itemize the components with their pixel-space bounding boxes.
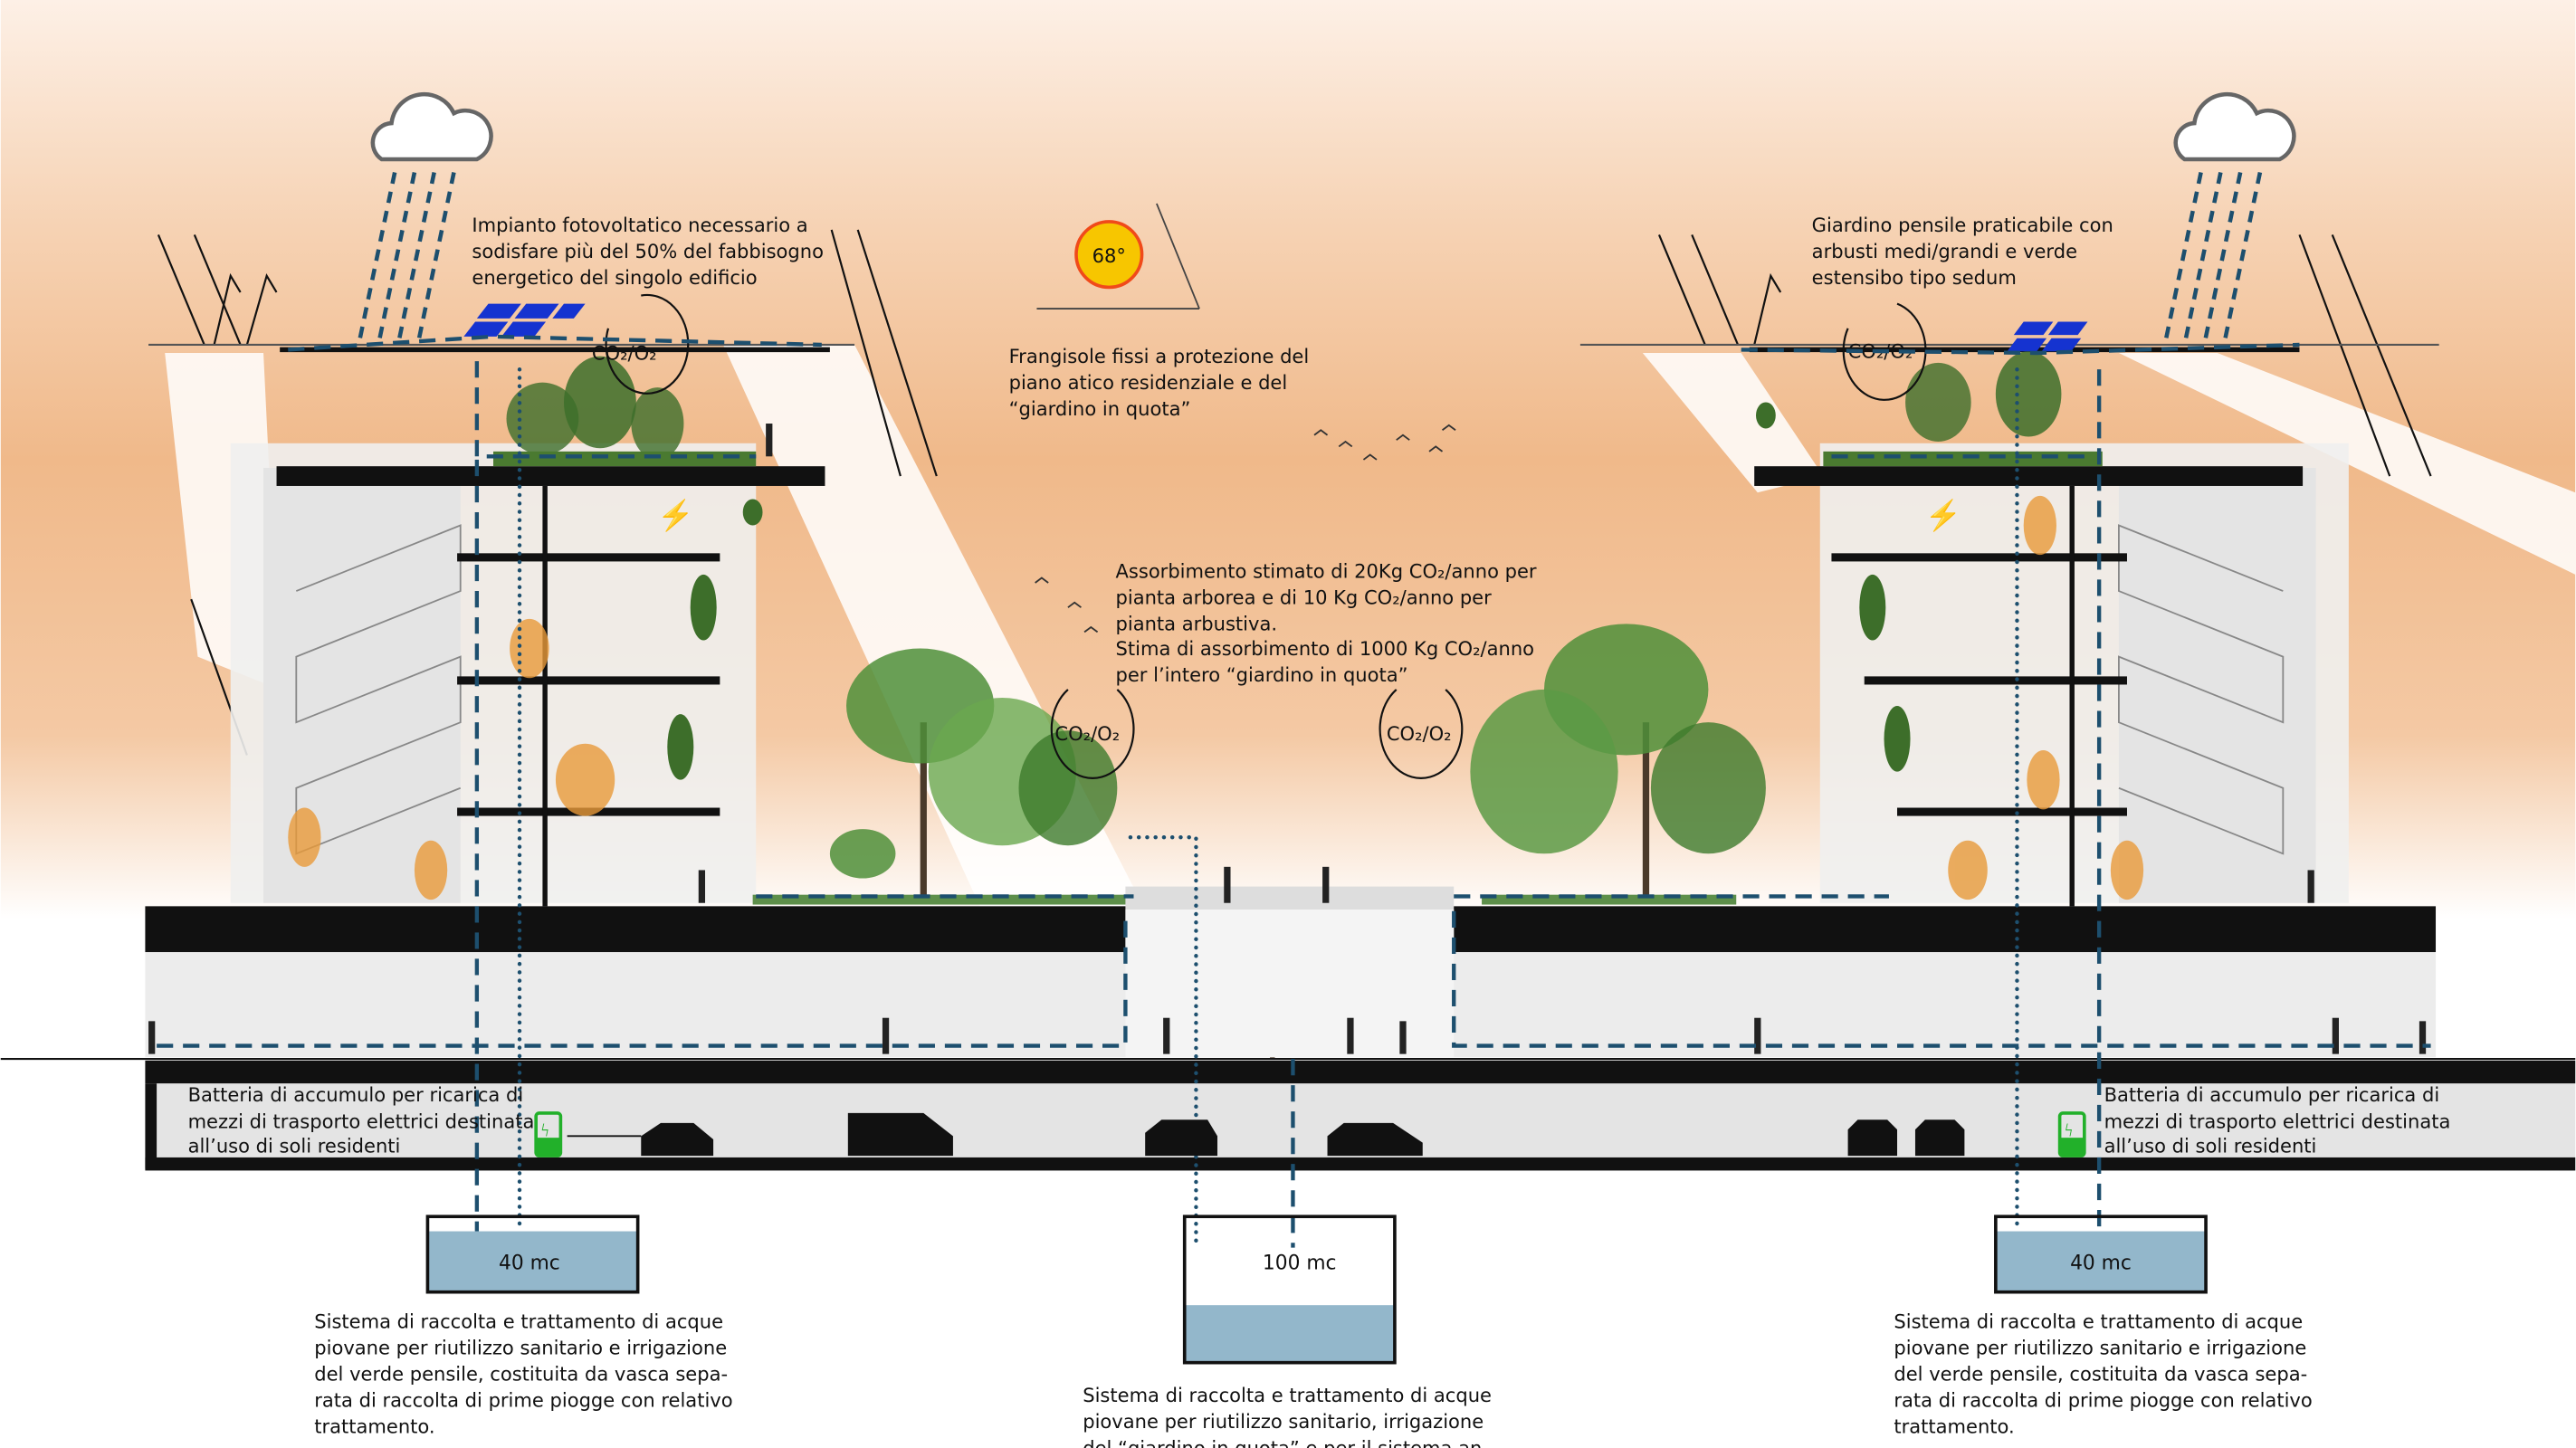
svg-text:piovane per riutilizzo sanitar: piovane per riutilizzo sanitario, irriga… xyxy=(1083,1410,1484,1433)
deck-structure xyxy=(0,886,2576,1171)
sun-angle-label: 68° xyxy=(1092,244,1126,267)
co2-cycle-left-roof: CO₂/O₂ xyxy=(592,293,690,395)
solar-arrows xyxy=(157,229,2432,756)
svg-text:per l’intero “giardino in quot: per l’intero “giardino in quota” xyxy=(1116,663,1408,686)
svg-text:del verde pensile, costituita: del verde pensile, costituita da vasca s… xyxy=(314,1363,728,1386)
battery-note-left: Batteria di accumulo per ricarica di mez… xyxy=(188,1083,535,1157)
tank-right: 40 mc xyxy=(1994,1215,2208,1294)
svg-text:pianta arbustiva.: pianta arbustiva. xyxy=(1116,613,1278,635)
sun-angle-indicator: 68° xyxy=(1036,203,1200,310)
svg-text:CO₂/O₂: CO₂/O₂ xyxy=(592,341,657,364)
svg-text:“giardino in quota”: “giardino in quota” xyxy=(1009,397,1191,420)
tank-left-description: Sistema di raccolta e trattamento di acq… xyxy=(314,1310,732,1438)
tank-center-description: Sistema di raccolta e trattamento di acq… xyxy=(1083,1384,1492,1448)
solar-panel-icon xyxy=(2007,321,2088,352)
svg-text:piovane per riutilizzo sanitar: piovane per riutilizzo sanitario e irrig… xyxy=(314,1337,727,1359)
svg-text:pianta arborea e di 10 Kg CO₂/: pianta arborea e di 10 Kg CO₂/anno per xyxy=(1116,586,1493,609)
svg-text:mezzi di trasporto elettrici d: mezzi di trasporto elettrici destinata xyxy=(2104,1110,2451,1132)
svg-text:Sistema di raccolta e trattame: Sistema di raccolta e trattamento di acq… xyxy=(314,1310,723,1333)
solar-panel-icon xyxy=(463,303,586,337)
roof-garden-note: Giardino pensile praticabile con arbusti… xyxy=(1812,214,2113,289)
svg-text:estensibo tipo sedum: estensibo tipo sedum xyxy=(1812,266,2017,289)
svg-text:CO₂/O₂: CO₂/O₂ xyxy=(1387,722,1452,745)
lightning-icon: ⚡ xyxy=(1925,498,1962,533)
svg-text:piovane per riutilizzo sanitar: piovane per riutilizzo sanitario e irrig… xyxy=(1894,1337,2306,1359)
warm-occupants xyxy=(288,618,615,900)
rainwater-pipes xyxy=(157,334,2431,1250)
tree-icon xyxy=(829,624,1766,1060)
svg-text:Frangisole fissi a protezione: Frangisole fissi a protezione del xyxy=(1009,345,1310,367)
svg-text:rata di raccolta di prime piog: rata di raccolta di prime piogge con rel… xyxy=(314,1389,732,1412)
svg-text:Batteria di accumulo per ricar: Batteria di accumulo per ricarica di xyxy=(188,1083,524,1106)
svg-text:40 mc: 40 mc xyxy=(2070,1252,2132,1274)
svg-text:Batteria di accumulo per ricar: Batteria di accumulo per ricarica di xyxy=(2104,1083,2440,1106)
svg-text:Sistema di raccolta e trattame: Sistema di raccolta e trattamento di acq… xyxy=(1083,1384,1492,1406)
photovoltaic-note: Impianto fotovoltatico necessario a sodi… xyxy=(472,214,824,289)
tank-left: 40 mc xyxy=(425,1215,640,1294)
right-building: ⚡ xyxy=(1579,321,2439,907)
lightning-icon: ⚡ xyxy=(657,498,694,533)
svg-text:all’uso di soli residenti: all’uso di soli residenti xyxy=(2104,1134,2317,1157)
rain-streaks xyxy=(357,172,2263,346)
svg-text:CO₂/O₂: CO₂/O₂ xyxy=(1054,722,1120,745)
battery-charging-icon: ϟ ϟ xyxy=(534,1111,2086,1157)
person-icon xyxy=(148,424,2427,1054)
cloud-rain-icon xyxy=(370,91,2296,162)
svg-text:ϟ: ϟ xyxy=(2065,1120,2073,1140)
svg-text:trattamento.: trattamento. xyxy=(1894,1415,2014,1438)
svg-text:del verde pensile, costituita: del verde pensile, costituita da vasca s… xyxy=(1894,1363,2307,1386)
svg-text:piano atico residenziale e del: piano atico residenziale e del xyxy=(1009,371,1288,394)
left-building: ⚡ xyxy=(148,303,855,907)
tank-right-description: Sistema di raccolta e trattamento di acq… xyxy=(1894,1310,2312,1438)
svg-text:mezzi di trasporto elettrici d: mezzi di trasporto elettrici destinata xyxy=(188,1110,535,1132)
svg-text:Giardino pensile praticabile c: Giardino pensile praticabile con xyxy=(1812,214,2113,236)
svg-text:Sistema di raccolta e trattame: Sistema di raccolta e trattamento di acq… xyxy=(1894,1310,2303,1333)
co2-cycle-center-left: CO₂/O₂ xyxy=(1050,689,1135,779)
svg-text:100 mc: 100 mc xyxy=(1263,1252,1337,1274)
co2-cycle-center-right: CO₂/O₂ xyxy=(1379,689,1464,779)
sun-icon xyxy=(1074,220,1144,290)
svg-text:sodisfare più del 50% del fabb: sodisfare più del 50% del fabbisogno xyxy=(472,240,824,262)
brise-soleil-note: Frangisole fissi a protezione del piano … xyxy=(1009,345,1310,420)
svg-text:arbusti medi/grandi e verde: arbusti medi/grandi e verde xyxy=(1812,240,2077,262)
battery-note-right: Batteria di accumulo per ricarica di mez… xyxy=(2104,1083,2451,1157)
svg-text:rata di raccolta di prime piog: rata di raccolta di prime piogge con rel… xyxy=(1894,1389,2312,1412)
electric-car-icon xyxy=(567,1112,1965,1157)
svg-text:all’uso di soli residenti: all’uso di soli residenti xyxy=(188,1134,401,1157)
svg-text:Assorbimento stimato di 20Kg C: Assorbimento stimato di 20Kg CO₂/anno pe… xyxy=(1116,560,1537,583)
svg-text:Impianto fotovoltatico necessa: Impianto fotovoltatico necessario a xyxy=(472,214,807,236)
svg-text:trattamento.: trattamento. xyxy=(314,1415,434,1438)
svg-text:del “giardino in quota” e per: del “giardino in quota” e per il sistema… xyxy=(1083,1436,1489,1448)
svg-text:40 mc: 40 mc xyxy=(499,1252,560,1274)
absorption-note: Assorbimento stimato di 20Kg CO₂/anno pe… xyxy=(1116,560,1537,686)
svg-text:energetico del singolo edifici: energetico del singolo edificio xyxy=(472,266,757,289)
warm-occupants xyxy=(1948,495,2144,900)
svg-text:ϟ: ϟ xyxy=(541,1120,549,1140)
bird-icon xyxy=(1035,424,1456,634)
svg-text:Stima di assorbimento di 1000: Stima di assorbimento di 1000 Kg CO₂/ann… xyxy=(1116,637,1535,660)
tank-center: 100 mc xyxy=(1182,1215,1397,1365)
